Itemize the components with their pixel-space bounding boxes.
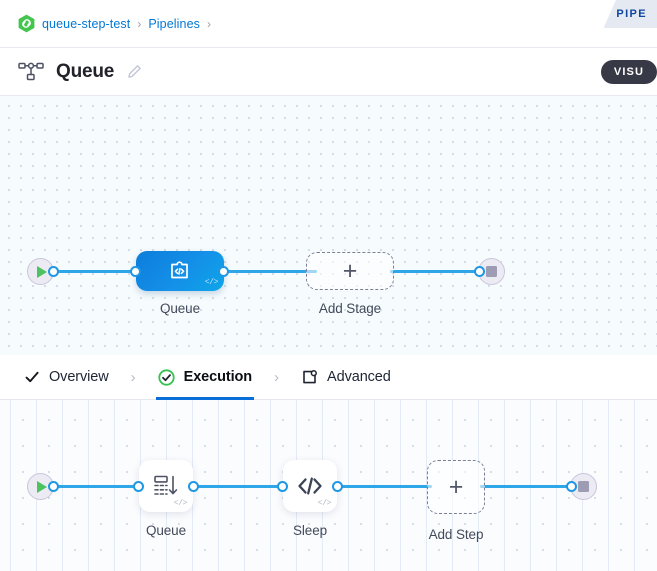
edge-sleep-to-add-step [332,485,432,488]
code-badge: </> [317,499,332,508]
edge-add-step-to-end [480,485,580,488]
edge-add-stage-to-end [390,270,485,273]
tab-overview-label: Overview [49,369,109,385]
code-brackets-icon [298,477,322,495]
sleep-input-port[interactable] [277,481,288,492]
end-input-port[interactable] [474,266,485,277]
queue-step-input-port[interactable] [133,481,144,492]
pipeline-nodes-icon [18,62,44,82]
breadcrumb-item-project[interactable]: queue-step-test [42,16,131,31]
queue-stage-input-port[interactable] [130,266,141,277]
edge-start-to-queue-step [46,485,146,488]
plus-icon: + [448,472,464,501]
tab-execution[interactable]: Execution [155,355,255,400]
start-output-port[interactable] [48,266,59,277]
add-stage-button[interactable]: + [306,252,394,290]
code-badge: </> [173,499,188,508]
add-step-button[interactable]: + [427,460,485,514]
stage-node-queue-label: Queue [159,301,201,316]
page-title: Queue [56,60,115,82]
edge-start-to-queue [46,270,191,273]
queue-list-icon [154,475,178,495]
code-badge: </> [204,278,219,287]
visual-toggle-label: VISU [613,66,644,78]
breadcrumb-separator-trailing: › [207,16,211,31]
step-node-queue-label: Queue [145,523,187,538]
stage-start-node[interactable] [27,258,54,285]
breadcrumb-item-pipelines[interactable]: Pipelines [148,16,200,31]
harness-project-icon [18,14,35,33]
play-icon [37,480,47,493]
queue-puzzle-code-icon [171,261,188,279]
advanced-gear-icon [301,369,318,386]
tab-advanced[interactable]: Advanced [299,355,393,400]
tab-chevron-2: › [274,368,280,386]
stop-icon [578,481,589,492]
pencil-edit-icon[interactable] [127,64,142,79]
green-check-circle-icon [158,368,175,386]
tab-chevron-1: › [130,368,136,386]
visual-yaml-toggle[interactable]: VISU [600,60,657,84]
breadcrumb-separator: › [137,16,142,31]
pipeline-studio-tab[interactable]: PIPE [594,0,657,28]
tab-overview[interactable]: Overview [22,355,111,400]
page-header: Queue VISU [0,48,657,96]
pipeline-studio-tab-label: PIPE [616,8,647,20]
queue-step-output-port[interactable] [188,481,199,492]
edge-queue-to-add-stage [222,270,317,273]
check-icon [24,369,40,385]
stage-node-queue[interactable]: </> [136,251,224,291]
stage-config-tabs: Overview › Execution › Advanced [0,355,657,400]
step-start-output-port[interactable] [48,481,59,492]
add-stage-label: Add Stage [318,301,382,316]
sleep-output-port[interactable] [332,481,343,492]
step-node-queue[interactable]: </> [139,460,193,512]
stage-graph-canvas[interactable]: </> Queue + Add Stage [0,96,657,355]
play-icon [37,265,47,278]
step-end-input-port[interactable] [566,481,577,492]
step-graph-canvas[interactable]: </> Queue </> Sleep + Add Step [0,400,657,571]
tab-advanced-label: Advanced [327,369,391,385]
plus-icon: + [342,256,358,285]
stop-icon [486,266,497,277]
add-step-label: Add Step [428,527,484,542]
step-node-sleep[interactable]: </> [283,460,337,512]
tab-execution-label: Execution [183,369,253,385]
breadcrumb: queue-step-test › Pipelines › PIPE [0,0,657,48]
queue-stage-output-port[interactable] [218,266,229,277]
edge-queue-to-sleep [188,485,288,488]
step-node-sleep-label: Sleep [292,523,328,538]
